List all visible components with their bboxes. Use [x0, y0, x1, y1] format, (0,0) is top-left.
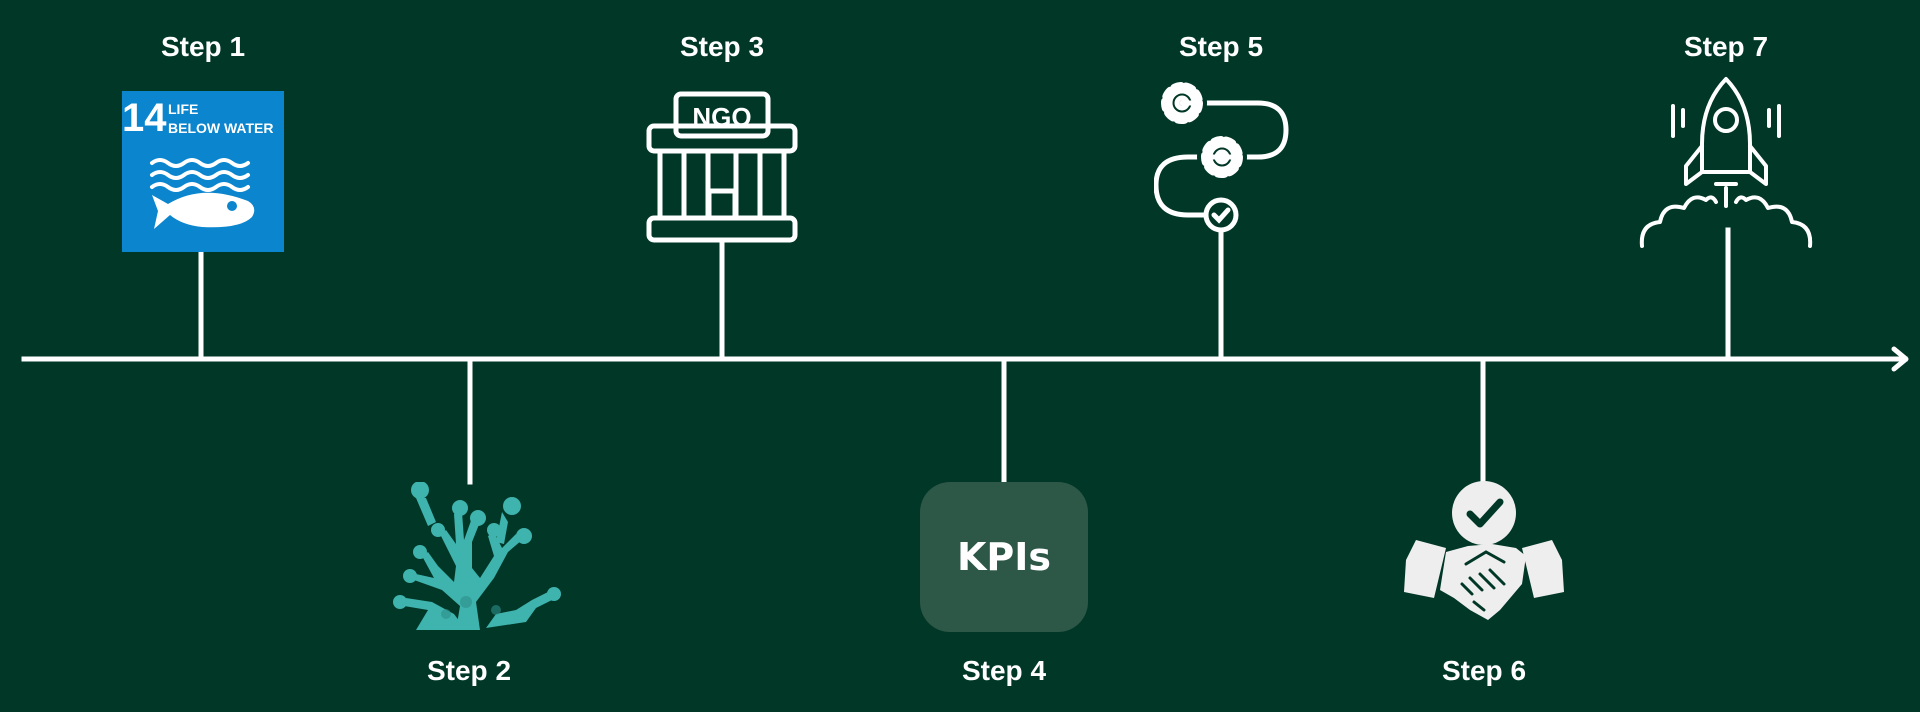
- ngo-building-icon: NGO: [646, 91, 798, 243]
- timeline-arrowhead: [1891, 346, 1909, 372]
- step-4-label: Step 4: [961, 655, 1047, 686]
- step-5-label: Step 5: [1178, 31, 1264, 62]
- handshake-check-icon: [1404, 481, 1564, 620]
- step-7-label: Step 7: [1683, 31, 1769, 62]
- kpi-box: KPIs: [920, 482, 1088, 632]
- step-2-label: Step 2: [426, 655, 512, 686]
- ngo-sign-text: NGO: [692, 102, 751, 132]
- step-3-label: Step 3: [679, 31, 765, 62]
- sdg-title-line1: LIFE: [168, 101, 198, 117]
- step-1-label: Step 1: [160, 31, 246, 62]
- rocket-launch-icon: [1639, 77, 1813, 248]
- coral-icon: [393, 482, 561, 630]
- kpi-text: KPIs: [956, 535, 1052, 579]
- sdg-number: 14: [122, 96, 167, 140]
- gears-process-icon: [1154, 78, 1289, 233]
- sdg-title-line2: BELOW WATER: [168, 120, 274, 136]
- step-6-label: Step 6: [1441, 655, 1527, 686]
- sdg-14-life-below-water-icon: 14 LIFE BELOW WATER: [122, 91, 284, 252]
